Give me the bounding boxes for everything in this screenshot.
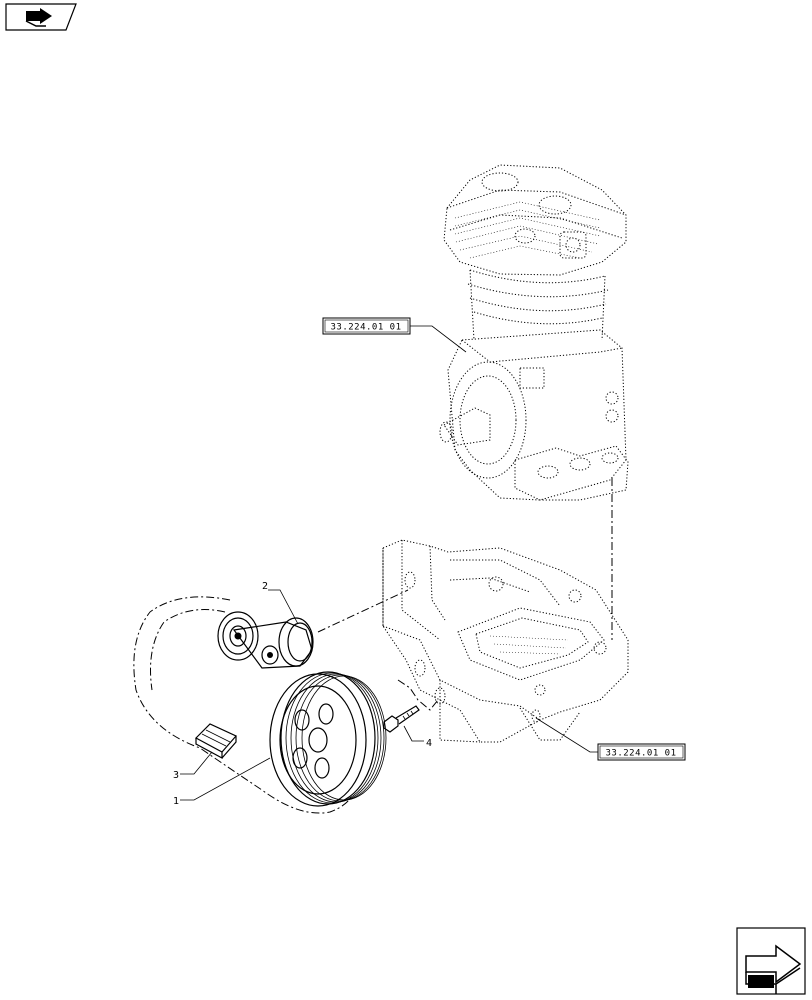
callout-label-4: 4 xyxy=(426,738,432,749)
reference-label-upper: 33.224.01 01 xyxy=(330,323,401,333)
mounting-bracket-reference xyxy=(382,539,629,743)
belt-tensioner[interactable] xyxy=(217,611,314,669)
alignment-line-bolt xyxy=(397,679,439,711)
callout-label-1: 1 xyxy=(173,796,179,807)
woodruff-key[interactable] xyxy=(195,723,237,760)
air-compressor-reference xyxy=(439,164,629,501)
mounting-bolt[interactable] xyxy=(383,705,420,733)
callout-4: 4 xyxy=(403,725,432,749)
next-page-arrow-icon[interactable] xyxy=(736,927,806,995)
drive-belt xyxy=(133,596,353,814)
callout-label-3: 3 xyxy=(173,770,179,781)
callout-3: 3 xyxy=(173,751,213,781)
alignment-line-tensioner xyxy=(317,589,409,633)
callout-2: 2 xyxy=(262,581,299,625)
crankshaft-pulley[interactable] xyxy=(269,671,387,807)
reference-box-upper[interactable]: 33.224.01 01 xyxy=(322,317,467,353)
reference-label-lower: 33.224.01 01 xyxy=(605,749,676,759)
callout-1: 1 xyxy=(173,757,271,807)
drive-belt-inner xyxy=(150,609,226,691)
previous-page-arrow-icon[interactable] xyxy=(5,3,77,31)
reference-box-lower[interactable]: 33.224.01 01 xyxy=(535,717,686,761)
callout-label-2: 2 xyxy=(262,581,268,592)
